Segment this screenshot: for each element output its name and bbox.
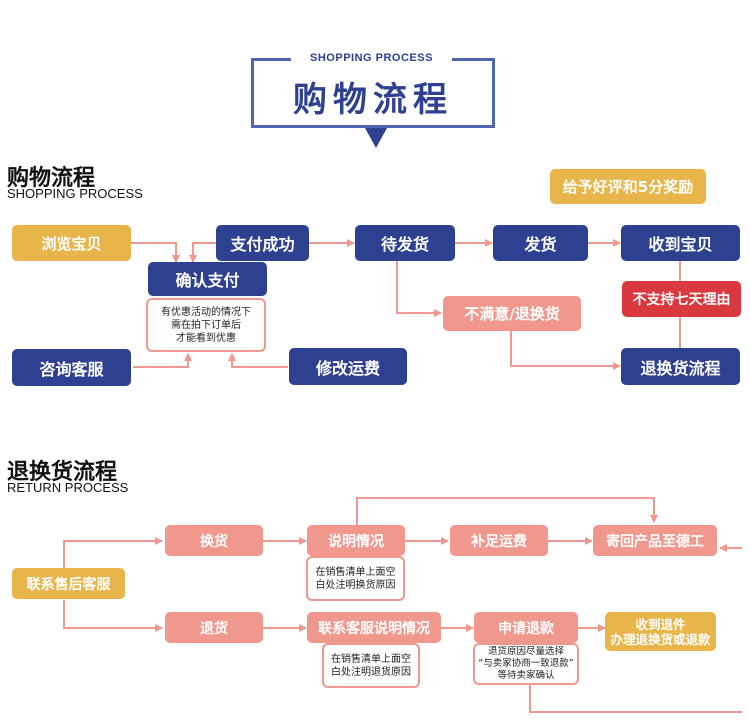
- node-pay-success: 支付成功: [216, 225, 309, 261]
- node-exchange: 换货: [165, 525, 263, 556]
- shopping-section-subtitle: SHOPPING PROCESS: [7, 186, 143, 201]
- returns-section-title: 退换货流程: [7, 460, 118, 485]
- node-review-reward: 给予好评和5分奖励: [550, 169, 706, 204]
- node-send-back: 寄回产品至德工: [593, 525, 717, 556]
- note-apply-refund: 退货原因尽量选择 “与卖家协商一致退款” 等待卖家确认: [473, 643, 579, 685]
- node-apply-refund: 申请退款: [474, 612, 578, 643]
- node-unsatisfied: 不满意/退换货: [443, 296, 581, 331]
- node-contact-aftersale: 联系售后客服: [12, 568, 125, 599]
- node-receive-return: 收到退件 办理退换货或退款: [605, 612, 716, 651]
- connector-modify-note: [228, 353, 288, 368]
- node-browse: 浏览宝贝: [12, 225, 131, 261]
- banner-subtitle: SHOPPING PROCESS: [310, 52, 433, 64]
- connector-browse-confirm: [131, 242, 180, 263]
- connector-await-unsatisfied: [396, 250, 442, 317]
- node-confirm-pay: 确认支付: [148, 262, 267, 296]
- note-discount: 有优惠活动的情况下 需在拍下订单后 才能看到优惠: [146, 298, 266, 352]
- node-no-seven-day: 不支持七天理由: [622, 281, 741, 317]
- connector-apply-down: [529, 685, 742, 713]
- connector-contact-exchange: [63, 537, 163, 570]
- connector-pay-confirm: [189, 242, 216, 263]
- node-contact-explain: 联系客服说明情况: [307, 612, 441, 643]
- node-modify-shipping: 修改运费: [289, 348, 407, 385]
- note-refund-reason: 在销售清单上面空 白处注明退货原因: [322, 643, 420, 688]
- note-exchange-reason: 在销售清单上面空 白处注明换货原因: [306, 556, 405, 601]
- node-refund: 退货: [165, 612, 263, 643]
- header-banner-frame: [251, 58, 495, 128]
- connector-explain-sendback: [356, 497, 658, 525]
- shopping-section-title: 购物流程: [7, 166, 96, 191]
- node-consult: 咨询客服: [12, 349, 131, 386]
- banner-rule-right: [452, 58, 495, 61]
- node-explain: 说明情况: [307, 525, 405, 556]
- banner-pointer-icon: [365, 128, 387, 148]
- node-pay-shipping: 补足运费: [450, 525, 548, 556]
- banner-title: 购物流程: [293, 80, 453, 120]
- node-return-flow: 退换货流程: [621, 348, 740, 385]
- connector-contact-refund: [63, 600, 163, 632]
- connector-consult-note: [133, 353, 192, 368]
- banner-rule-left: [251, 58, 291, 61]
- node-await-ship: 待发货: [355, 225, 455, 261]
- connector-unsatisfied-return: [510, 331, 621, 370]
- node-received: 收到宝贝: [621, 225, 740, 261]
- returns-section-subtitle: RETURN PROCESS: [7, 480, 129, 495]
- node-shipped: 发货: [493, 225, 588, 261]
